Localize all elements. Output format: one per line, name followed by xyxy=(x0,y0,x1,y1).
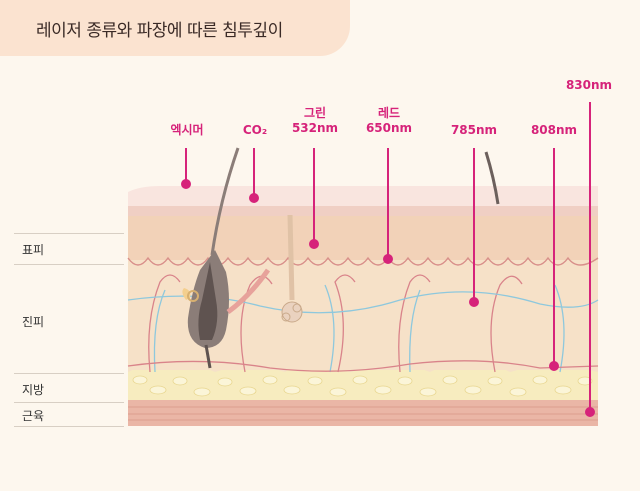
layer-label-epidermis: 표피 xyxy=(22,243,45,257)
page-title: 레이저 종류와 파장에 따른 침투깊이 xyxy=(36,21,283,41)
laser-label-red: 레드 650nm xyxy=(362,106,416,136)
laser-label-co2: CO₂ xyxy=(230,123,280,138)
epidermis-layer xyxy=(128,212,598,260)
laser-dot-red xyxy=(383,254,393,264)
laser-wavelength: 785nm xyxy=(450,123,498,137)
laser-label-808: 808nm xyxy=(526,123,582,138)
layer-label-fat: 지방 xyxy=(22,383,45,397)
muscle-layer xyxy=(128,400,598,426)
laser-dot-808 xyxy=(549,361,559,371)
layer-divider xyxy=(14,402,124,403)
stratum-corneum xyxy=(128,186,598,212)
laser-wavelength: CO₂ xyxy=(242,123,268,137)
laser-label-green: 그린 532nm xyxy=(288,106,342,136)
sweat-gland xyxy=(281,214,303,323)
laser-dot-co2 xyxy=(249,193,259,203)
layer-divider xyxy=(14,426,124,427)
laser-wavelength: 830nm xyxy=(565,78,613,92)
fat-cells xyxy=(132,375,593,397)
laser-dot-green xyxy=(309,239,319,249)
layer-label-dermis: 진피 xyxy=(22,315,45,329)
laser-dot-785 xyxy=(469,297,479,307)
layer-divider xyxy=(14,264,124,265)
laser-label-excimer: 엑시머 xyxy=(160,123,214,138)
layer-divider xyxy=(14,233,124,234)
laser-label-785: 785nm xyxy=(446,123,502,138)
laser-name: 레드 xyxy=(377,106,401,120)
layer-divider xyxy=(14,373,124,374)
laser-wavelength: 532nm xyxy=(291,121,339,135)
laser-label-830: 830nm xyxy=(560,78,618,93)
laser-wavelength: 엑시머 xyxy=(170,123,204,137)
laser-dot-830 xyxy=(585,407,595,417)
laser-lines xyxy=(181,102,595,417)
laser-dot-excimer xyxy=(181,179,191,189)
surface-hair xyxy=(484,151,500,205)
laser-name: 그린 xyxy=(303,106,327,120)
layer-label-muscle: 근육 xyxy=(22,409,45,423)
laser-wavelength: 808nm xyxy=(530,123,578,137)
laser-wavelength: 650nm xyxy=(365,121,413,135)
papillae-border xyxy=(127,256,599,266)
hair-follicle xyxy=(182,147,271,369)
blood-vessels xyxy=(127,274,599,373)
title-tab: 레이저 종류와 파장에 따른 침투깊이 xyxy=(0,0,350,56)
